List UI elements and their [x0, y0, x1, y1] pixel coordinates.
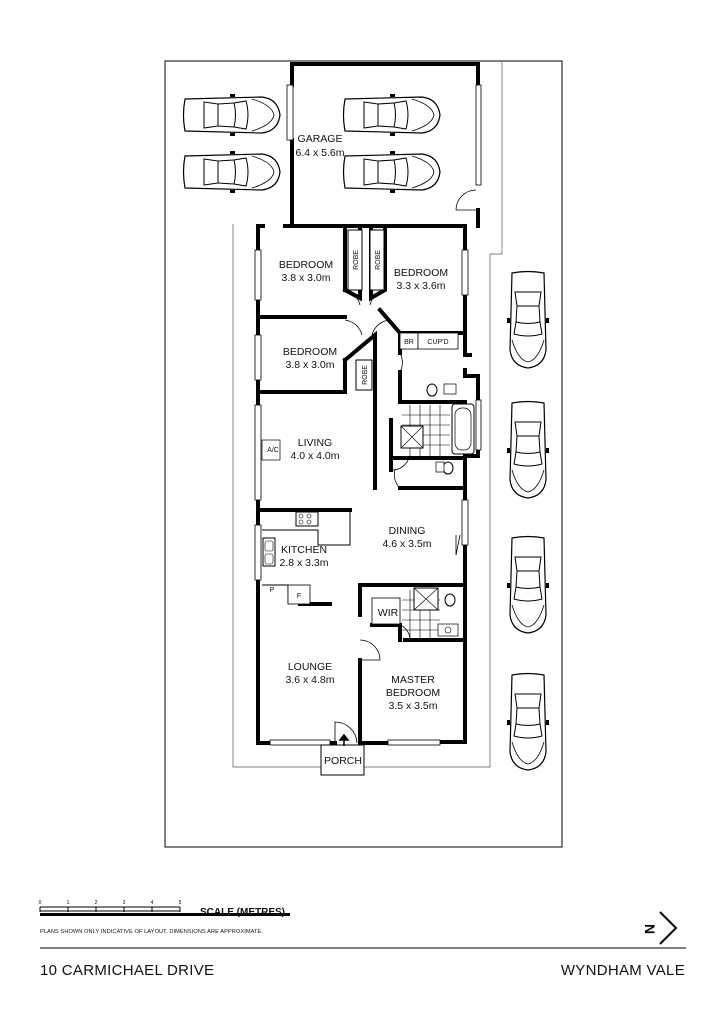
- scale-tick: 0: [39, 900, 42, 906]
- master-size: 3.5 x 3.5m: [388, 700, 437, 712]
- car-icon: [506, 400, 550, 499]
- cooktop-icon: [295, 511, 319, 527]
- scale-tick: 4: [151, 900, 154, 906]
- bathtub: [451, 403, 475, 455]
- ac-label: A/C: [267, 447, 279, 454]
- car-icon: [342, 93, 441, 137]
- toilet: [426, 383, 438, 397]
- garage: [286, 62, 482, 228]
- bedroom-label: BEDROOM: [283, 346, 337, 358]
- bedroom-label: BEDROOM: [394, 267, 448, 279]
- property-address: 10 CARMICHAEL DRIVE: [40, 962, 215, 979]
- lounge-size: 3.6 x 4.8m: [285, 674, 334, 686]
- garage-label: GARAGE: [298, 133, 343, 145]
- windows: [254, 249, 482, 746]
- car-icon: [182, 93, 281, 137]
- living-label: LIVING: [298, 437, 332, 449]
- scale-tick: 3: [123, 900, 126, 906]
- bedroom-size: 3.8 x 3.0m: [281, 272, 330, 284]
- kitchen-size: 2.8 x 3.3m: [279, 557, 328, 569]
- disclaimer: PLANS SHOWN ONLY INDICATIVE OF LAYOUT. D…: [40, 929, 264, 935]
- car-icon: [506, 535, 550, 634]
- living-size: 4.0 x 4.0m: [290, 450, 339, 462]
- master-label-2: BEDROOM: [386, 687, 440, 699]
- scale-bar: 0 1 2 3 4 5: [39, 900, 290, 916]
- robe-label: ROBE: [362, 365, 369, 385]
- scale-title: SCALE (METRES): [200, 907, 285, 918]
- footpath-outline: [232, 61, 503, 768]
- dining-label: DINING: [389, 525, 426, 537]
- compass-icon: N: [642, 911, 678, 945]
- sink-icon: [262, 537, 276, 567]
- master-label: MASTER: [391, 674, 435, 686]
- scale-tick: 2: [95, 900, 98, 906]
- kitchen-fixtures: [261, 439, 351, 605]
- scale-tick: 5: [179, 900, 182, 906]
- br-label: BR: [404, 339, 414, 346]
- pantry-label: P: [270, 587, 275, 594]
- bedroom-label: BEDROOM: [279, 259, 333, 271]
- wir-label: WIR: [378, 607, 399, 619]
- site-boundary: [164, 60, 563, 848]
- cupd-label: CUP'D: [427, 339, 448, 346]
- porch-label: PORCH: [324, 755, 362, 767]
- storage: [347, 229, 459, 625]
- bedroom-size: 3.8 x 3.0m: [285, 359, 334, 371]
- car-icon: [342, 150, 441, 194]
- car-icon: [182, 150, 281, 194]
- bathroom-fixtures: [400, 383, 475, 638]
- bedroom-size: 3.3 x 3.6m: [396, 280, 445, 292]
- fridge-label: F: [297, 593, 301, 600]
- car-icon: [506, 270, 550, 369]
- property-suburb: WYNDHAM VALE: [560, 962, 685, 979]
- entry-arrow-icon: [338, 733, 350, 746]
- dining-size: 4.6 x 3.5m: [382, 538, 431, 550]
- compass-label: N: [642, 924, 658, 934]
- kitchen-label: KITCHEN: [281, 544, 327, 556]
- robe-label: ROBE: [353, 250, 360, 270]
- lounge-label: LOUNGE: [288, 661, 332, 673]
- robe-label: ROBE: [375, 250, 382, 270]
- garage-size: 6.4 x 5.6m: [295, 147, 344, 159]
- porch: [320, 733, 365, 776]
- car-icon: [506, 672, 550, 771]
- scale-tick: 1: [67, 900, 70, 906]
